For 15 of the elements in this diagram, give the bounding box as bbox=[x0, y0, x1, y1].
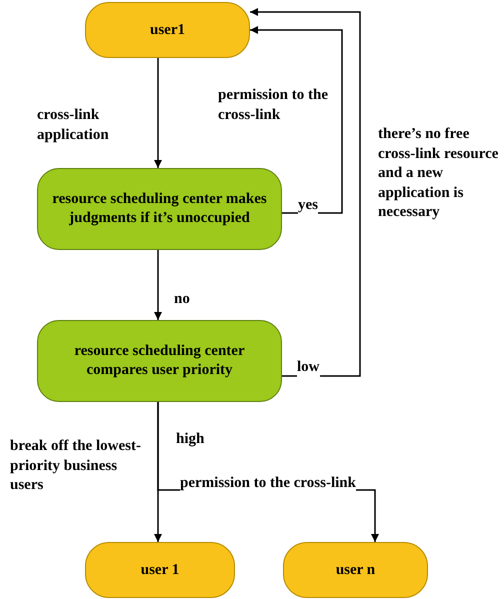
arrow bbox=[154, 250, 162, 320]
arrow bbox=[250, 26, 343, 214]
terminal-box: user n bbox=[283, 542, 428, 598]
terminal-box: user 1 bbox=[85, 542, 235, 598]
note-text: permission to the cross-link bbox=[218, 86, 329, 124]
arrow bbox=[250, 8, 361, 377]
arrow bbox=[154, 58, 162, 168]
edge-label: permission to the cross-link bbox=[180, 474, 356, 494]
edge-label: high bbox=[176, 430, 204, 450]
process-box: resource scheduling center makes judgments if it’s unoccupied bbox=[37, 168, 282, 250]
note-text: break off the lowest-priority business users bbox=[10, 437, 142, 495]
edge-label: low bbox=[297, 358, 320, 378]
process-box: resource scheduling center compares user priority bbox=[37, 320, 282, 402]
terminal-box: user1 bbox=[85, 2, 250, 58]
note-text: there’s no free cross-link resource and a new application is necessary bbox=[378, 125, 500, 222]
